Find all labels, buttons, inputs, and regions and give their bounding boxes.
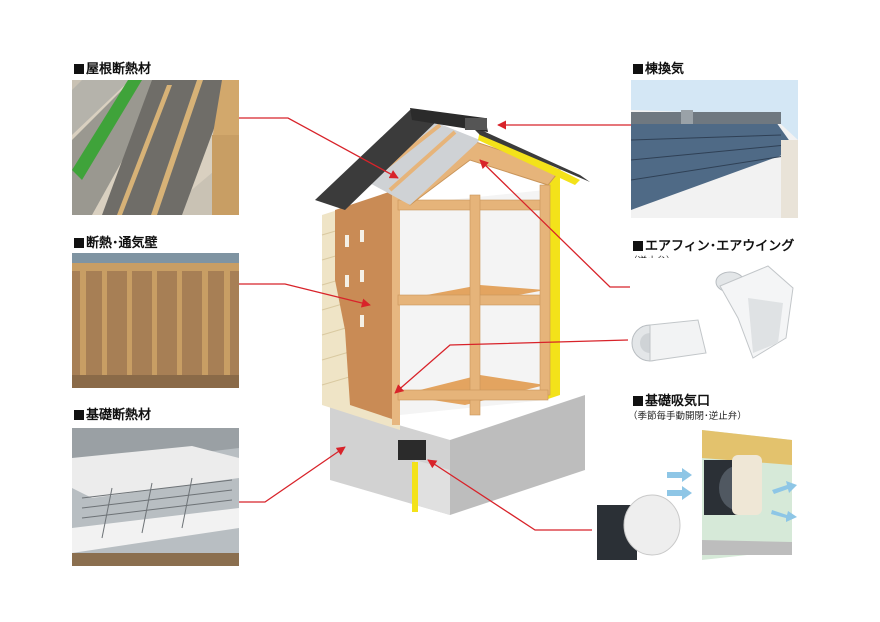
label-foundation-vent-text: 基礎吸気口 — [645, 394, 711, 409]
label-airfin-text: エアフィン･エアウイング — [645, 239, 795, 254]
label-foundation-insulation-text: 基礎断熱材 — [86, 408, 152, 423]
label-foundation-vent: 基礎吸気口 — [633, 390, 710, 409]
label-foundation-insulation: 基礎断熱材 — [74, 404, 151, 423]
flow-arrow-icon — [667, 468, 797, 522]
photo-foundation-insulation — [72, 428, 239, 566]
label-ridge-vent-text: 棟換気 — [645, 62, 685, 77]
bullet-square-icon — [74, 410, 84, 420]
bullet-square-icon — [74, 238, 84, 248]
label-roof-insulation-text: 屋根断熱材 — [86, 62, 152, 77]
photo-ridge-vent — [631, 80, 798, 218]
label-wall: 断熱･通気壁 — [74, 232, 158, 251]
photo-roof-insulation — [72, 80, 239, 215]
bullet-square-icon — [633, 64, 643, 74]
label-roof-insulation: 屋根断熱材 — [74, 58, 151, 77]
photo-airfin — [628, 258, 803, 370]
label-wall-text: 断熱･通気壁 — [86, 236, 158, 251]
bullet-square-icon — [633, 396, 643, 406]
photo-foundation-vent — [592, 430, 807, 570]
bullet-square-icon — [633, 241, 643, 251]
bullet-square-icon — [74, 64, 84, 74]
label-foundation-vent-sub: （季節毎手動開閉･逆止弁） — [628, 411, 747, 422]
label-airfin: エアフィン･エアウイング — [633, 235, 794, 254]
label-ridge-vent: 棟換気 — [633, 58, 684, 77]
photo-wall — [72, 253, 239, 388]
